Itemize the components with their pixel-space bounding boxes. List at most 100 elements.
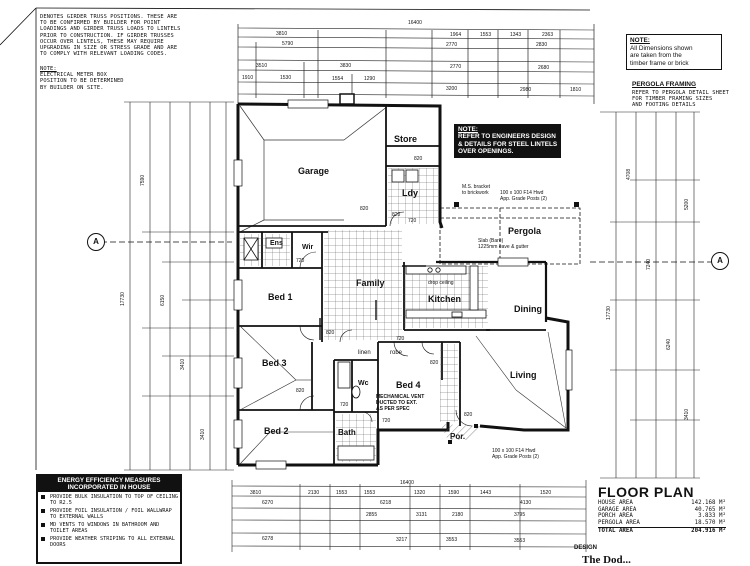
room-label-bed3: Bed 3 [262,358,287,368]
note-line: to brickwork [462,190,489,196]
area-total-value: 204.916 m² [691,528,726,535]
energy-item: MD VENTS TO WINDOWS IN BATHROOM AND TOIL… [38,522,180,534]
room-label-pergola: Pergola [508,226,542,236]
top-dimension-lines [237,24,595,104]
area-value: 142.168 m² [691,500,726,506]
note-line: ELECTRICAL METER BOX [40,72,107,79]
pergola-outline [439,207,581,265]
engineer-lintel-note: NOTE: REFER TO ENGINEERS DESIGN & DETAIL… [454,124,562,158]
note-line: DUCTED TO EXT. [376,400,418,406]
room-label-porch: Por. [450,432,466,441]
dim-right-row: 5200 [684,198,690,210]
dim-bottom-row2: 4130 [520,500,532,506]
area-schedule: HOUSE AREA 142.168 m² GARAGE AREA 40.765… [598,500,726,535]
note-line: LOADINGS AND GIRDER TRUSS LOADS TO LINTE… [40,26,181,33]
dim-top-row3: 3510 [256,63,268,69]
dim-left-row: 3410 [180,358,186,370]
door-code: 720 [408,218,417,224]
note-line: TO BE CONFIRMED BY BUILDER FOR POINT [40,20,161,27]
room-label-bath: Bath [338,428,356,437]
dim-top-row1: 2363 [542,32,554,38]
dim-top-row4: 1910 [242,75,254,81]
door-code: 820 [414,156,423,162]
dim-left-row: 7590 [140,174,146,186]
note-line: App. Grade Posts (2) [500,196,547,202]
door-code: 820 [296,388,305,394]
dim-bottom-row1: 1443 [480,490,492,496]
mech-vent-note: MECHANICAL VENT DUCTED TO EXT. AS PER SP… [376,394,424,412]
room-label-bed2: Bed 2 [264,426,289,436]
bracket-note: M.S. bracket to brickwork [462,184,490,196]
note-line: BY BUILDER ON SITE. [40,84,104,91]
dim-top-row4: 1290 [364,76,376,82]
dim-bottom-row1: 1590 [448,490,460,496]
area-label: GARAGE AREA [598,506,637,513]
dim-top-row1: 1343 [510,32,522,38]
dim-bottom-overall: 16400 [400,480,414,486]
note-line: POSITION TO BE DETERMINED [40,78,124,85]
dim-bottom-row1: 1320 [414,490,426,496]
dim-top-row1: 1964 [450,32,462,38]
note-line: M.S. bracket [462,184,491,190]
note-line: AND FOOTING DETAILS [632,102,696,109]
note-line: OCCUR OVER LINTELS, THESE MAY REQUIRE [40,38,164,45]
section-markers [92,241,720,263]
dim-bottom-row1: 3810 [250,490,262,496]
dim-bottom-row1: 1520 [540,490,552,496]
dim-top-row2: 2830 [536,42,548,48]
note-line: UPGRADING IN SIZE OR STRESS GRADE AND AR… [40,45,178,52]
dim-bottom-row1: 2130 [308,490,320,496]
door-code: 720 [382,418,391,424]
energy-efficiency-box: ENERGY EFFICIENCY MEASURES INCORPORATED … [36,474,182,564]
door-code: 820 [392,212,401,218]
note-line: MECHANICAL VENT [376,394,425,400]
door-code: 820 [360,206,369,212]
dim-top-row3: 2770 [450,64,462,70]
posts-note-top: 100 x 100 F14 Hwd App. Grade Posts (2) [500,190,547,202]
dimensions-note: NOTE: All Dimensions shown are taken fro… [626,34,722,70]
dim-bottom-row4: 3553 [446,537,458,543]
dim-top-row4: 1554 [332,76,344,82]
dim-bottom-row4: 3217 [396,537,408,543]
dim-left-overall: 17730 [120,292,126,306]
dim-top-row4: 2980 [520,87,532,93]
section-marker-right: A [711,252,729,270]
energy-item: PROVIDE WEATHER STRIPING TO ALL EXTERNAL… [38,536,180,548]
note-line: TO COMPLY WITH RELEVANT LOADING CODES. [40,51,168,58]
dim-top-row4: 1530 [280,75,292,81]
dim-top-row4: 3200 [446,86,458,92]
dim-top-row2: 2770 [446,42,458,48]
door-code: 820 [430,360,439,366]
energy-heading-line: ENERGY EFFICIENCY MEASURES [57,477,161,484]
girder-marks [319,265,426,340]
room-label-kitchen: Kitchen [428,294,462,304]
energy-item: PROVIDE BULK INSULATION TO TOP OF CEILIN… [38,494,180,506]
dim-top-row1: 1553 [480,32,492,38]
note-heading: NOTE: [630,37,650,44]
room-label-family: Family [356,278,385,288]
bottom-dimension-lines [231,480,587,552]
note-line: 100 x 100 F14 Hwd [500,190,544,196]
energy-item: PROVIDE FOIL INSULATION / FOIL WALLWRAP … [38,508,180,520]
dim-right-row: 7240 [646,258,652,270]
note-line: REFER TO PERGOLA DETAIL SHEET [632,90,730,96]
dim-top-row2: 5790 [282,41,294,47]
door-code: 720 [340,402,349,408]
door-code: 720 [396,336,405,342]
room-label-laundry: Ldy [402,188,419,198]
note-line: Slab (Bare) [478,238,504,244]
wet-area-fittings [243,169,419,461]
room-label-bed4: Bed 4 [396,380,421,390]
dim-right-row: 3410 [684,408,690,420]
dim-left-row: 3410 [200,428,206,440]
room-label-bed1: Bed 1 [268,292,293,302]
note-line: App. Grade Posts (2) [492,454,539,460]
company-name: The Dod... [582,554,631,566]
area-total-row: TOTAL AREA 204.916 m² [598,527,726,535]
dim-bottom-row3: 2855 [366,512,378,518]
room-label-store: Store [394,134,418,144]
left-dimension-lines [124,101,234,471]
room-label-wir: Wir [302,244,314,251]
girder-truss-note: DENOTES GIRDER TRUSS POSITIONS. THESE AR… [40,14,181,57]
